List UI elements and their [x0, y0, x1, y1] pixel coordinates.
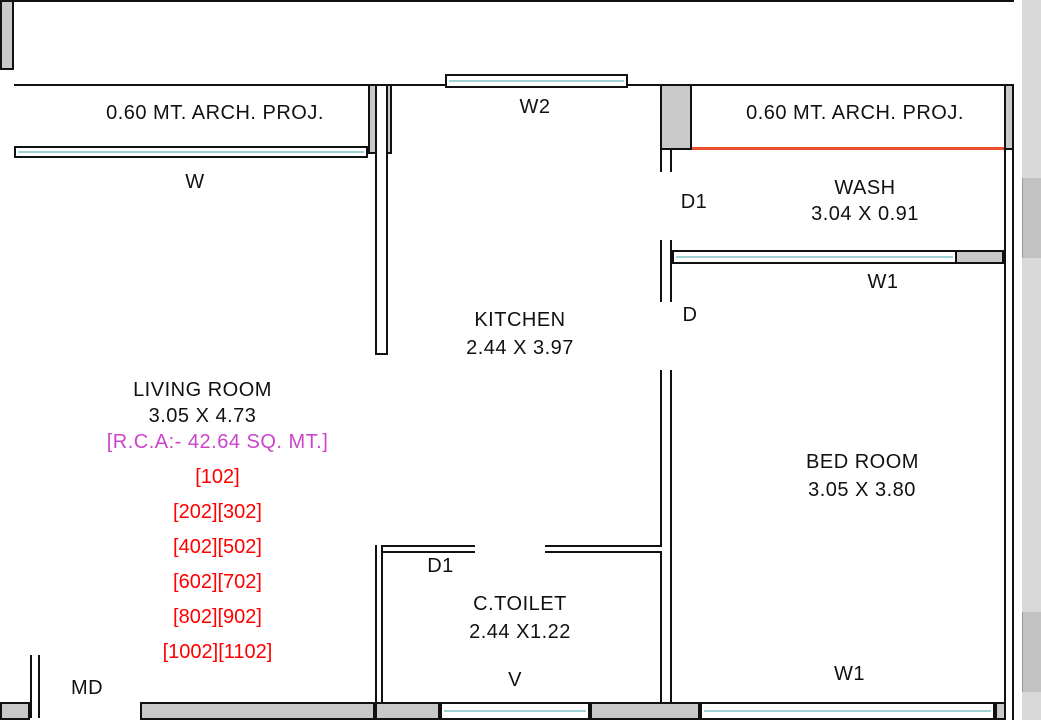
rca-area-note: [R.C.A:- 42.64 SQ. MT.]: [106, 431, 329, 453]
window-w1-wash: [672, 250, 957, 264]
arch-proj-left-label: 0.60 MT. ARCH. PROJ.: [106, 102, 324, 124]
ventilator-v-label: V: [508, 669, 522, 691]
unit-number-line: [202][302]: [173, 501, 262, 523]
kitchen-left-wall: [375, 86, 388, 355]
window-glass: [676, 256, 953, 258]
window-w1-bedroom-label: W1: [834, 663, 865, 685]
bottom-wall-segment: [140, 702, 375, 720]
window-w-label: W: [185, 171, 205, 193]
arch-proj-right-line: [692, 84, 1012, 86]
bedroom-dim: 3.05 X 3.80: [808, 479, 916, 501]
window-glass: [444, 710, 586, 712]
arch-proj-right-label: 0.60 MT. ARCH. PROJ.: [746, 102, 964, 124]
wash-room-label: WASH: [834, 177, 896, 199]
window-w: [14, 146, 368, 158]
wash-room-dim: 3.04 X 0.91: [811, 203, 919, 225]
bedroom-label: BED ROOM: [806, 451, 919, 473]
adjacent-wall-segment: [1022, 178, 1041, 258]
door-d1-wash-label: D1: [680, 191, 708, 213]
toilet-room-label: C.TOILET: [473, 593, 567, 615]
window-w1-wash-label: W1: [867, 271, 899, 293]
toilet-top-wall: [545, 545, 662, 553]
toilet-room-dim: 2.44 X1.22: [469, 621, 571, 643]
adjacent-wall-segment: [1022, 612, 1041, 692]
unit-number-line: [402][502]: [173, 536, 262, 558]
kitchen-room-label: KITCHEN: [474, 309, 566, 331]
bottom-wall-segment: [0, 702, 30, 720]
unit-number-line: [1002][1102]: [162, 641, 273, 663]
unit-numbers-list: [102] [202][302] [402][502] [602][702] […: [85, 460, 350, 670]
wall-pillar-kitchen-wash: [660, 84, 692, 150]
window-glass: [704, 710, 991, 712]
right-exterior-wall-top: [1004, 84, 1014, 150]
unit-number-line: [102]: [195, 466, 240, 488]
door-d-label: D: [682, 304, 698, 326]
living-room-dim: 3.05 X 4.73: [148, 405, 257, 427]
unit-number-line: [802][902]: [173, 606, 262, 628]
bottom-wall-segment: [590, 702, 700, 720]
unit-number-line: [602][702]: [173, 571, 262, 593]
door-d1-toilet-label: D1: [427, 555, 454, 577]
window-v: [440, 702, 590, 720]
kitchen-bedroom-wall-segment: [660, 240, 672, 302]
right-exterior-wall: [1004, 84, 1014, 720]
wash-wall-segment: [955, 250, 1004, 264]
window-glass: [449, 80, 624, 82]
kitchen-room-dim: 2.44 X 3.97: [466, 337, 574, 359]
window-w1-bedroom: [700, 702, 995, 720]
bottom-wall-segment: [375, 702, 440, 720]
window-glass: [18, 151, 364, 153]
outer-projection-line: [0, 0, 1014, 2]
left-exterior-wall-segment: [0, 0, 14, 70]
kitchen-bedroom-wall-segment: [660, 150, 672, 172]
living-room-label: LIVING ROOM: [133, 379, 272, 401]
window-w2-label: W2: [519, 96, 551, 118]
arch-proj-left-line: [14, 84, 368, 86]
arch-proj-red-line: [692, 147, 1012, 150]
toilet-top-wall: [375, 545, 475, 553]
kitchen-bedroom-wall-segment: [660, 370, 672, 718]
toilet-left-wall: [375, 545, 383, 718]
main-door-label: MD: [70, 677, 104, 699]
main-door-jamb: [30, 655, 40, 718]
window-w2: [445, 74, 628, 88]
